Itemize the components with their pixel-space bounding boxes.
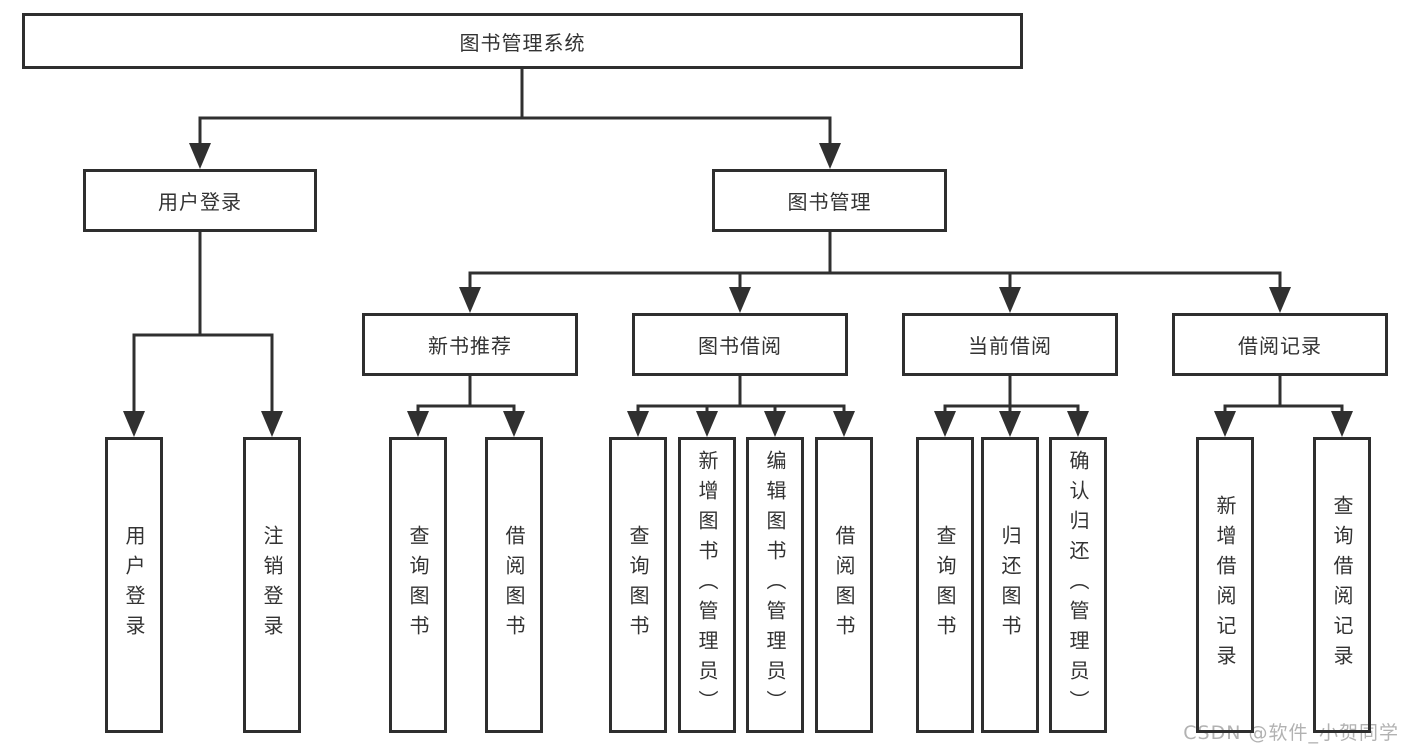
leaf-query-books-recommend: 查询图书 (389, 437, 447, 733)
leaf-add-borrow-record: 新增借阅记录 (1196, 437, 1254, 733)
leaf-return-book: 归还图书 (981, 437, 1039, 733)
leaf-query-books-current: 查询图书 (916, 437, 974, 733)
leaf-query-borrow-record: 查询借阅记录 (1313, 437, 1371, 733)
node-library-management-system: 图书管理系统 (22, 13, 1023, 69)
leaf-borrow-books-recommend: 借阅图书 (485, 437, 543, 733)
node-book-management-branch: 图书管理 (712, 169, 947, 232)
node-borrowing-records: 借阅记录 (1172, 313, 1388, 376)
node-current-borrowing: 当前借阅 (902, 313, 1118, 376)
leaf-confirm-return-admin: 确认归还（管理员） (1049, 437, 1107, 733)
node-new-book-recommend: 新书推荐 (362, 313, 578, 376)
leaf-edit-book-admin: 编辑图书（管理员） (746, 437, 804, 733)
leaf-add-book-admin: 新增图书（管理员） (678, 437, 736, 733)
node-user-login-branch: 用户登录 (83, 169, 317, 232)
node-book-borrowing: 图书借阅 (632, 313, 848, 376)
csdn-watermark: CSDN @软件_小贺同学 (1183, 722, 1399, 744)
leaf-user-login: 用户登录 (105, 437, 163, 733)
leaf-logout: 注销登录 (243, 437, 301, 733)
leaf-borrow-books-borrowing: 借阅图书 (815, 437, 873, 733)
leaf-query-books-borrowing: 查询图书 (609, 437, 667, 733)
